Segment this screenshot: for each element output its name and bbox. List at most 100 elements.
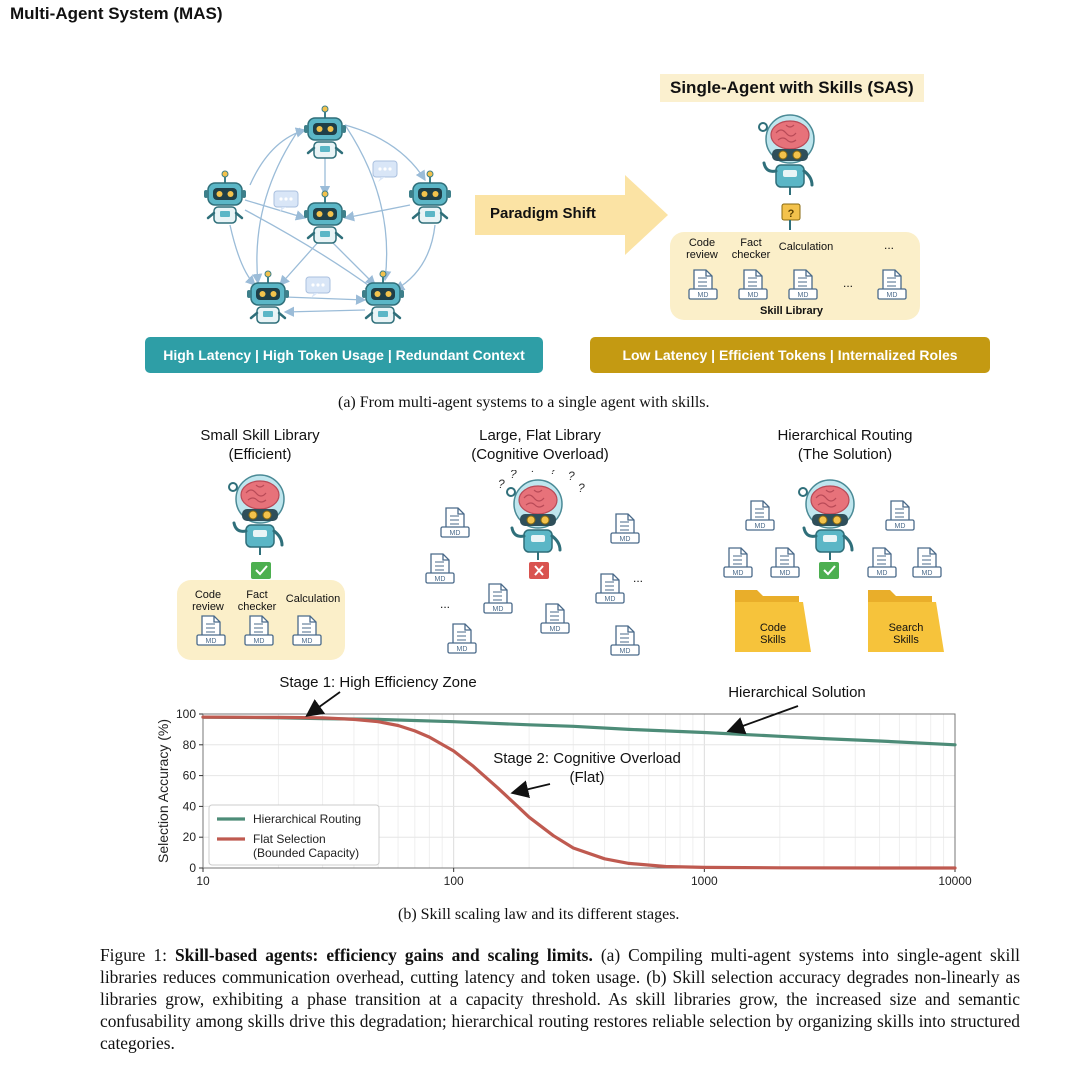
agent-robot-icon xyxy=(245,269,291,325)
doc-md-label: MD xyxy=(493,606,504,613)
svg-text:?: ? xyxy=(568,470,575,483)
chat-bubble-icon xyxy=(273,190,299,213)
doc-md-label: MD xyxy=(550,626,561,633)
skill-label: Fact checker xyxy=(731,237,771,261)
question-mark: ? xyxy=(788,208,795,220)
flat-library-title: Large, Flat Library (Cognitive Overload) xyxy=(471,427,609,463)
mas-title: Multi-Agent System (MAS) xyxy=(10,4,223,23)
skill-label: Calculation xyxy=(778,241,834,253)
overloaded-agent-robot-icon xyxy=(505,478,564,562)
series-line-1 xyxy=(201,715,957,870)
doc-md-label: MD xyxy=(254,638,265,645)
skill-label: Code review xyxy=(686,237,718,261)
caption-b: (b) Skill scaling law and its different … xyxy=(398,906,680,923)
agent-robot-icon xyxy=(302,104,348,160)
legend-box xyxy=(208,804,380,866)
doc-md-label: MD xyxy=(620,536,631,543)
ellipsis: ... xyxy=(633,571,644,585)
y-tick-label: 40 xyxy=(183,799,197,813)
agent-robot-icon xyxy=(407,169,453,225)
doc-md-label: MD xyxy=(922,570,933,577)
y-axis-label: Selection Accuracy (%) xyxy=(155,719,171,863)
ellipsis: ... xyxy=(843,276,854,290)
doc-md-label: MD xyxy=(620,648,631,655)
legend-label: Hierarchical Routing xyxy=(253,812,361,826)
skill-label: Fact checker xyxy=(237,589,277,613)
legend-label: Flat Selection xyxy=(253,832,326,846)
figure-caption: Figure 1: Skill-based agents: efficiency… xyxy=(100,944,1020,1054)
figure-caption-bold: Skill-based agents: efficiency gains and… xyxy=(175,945,593,965)
paradigm-shift-arrow xyxy=(475,175,668,255)
figure-caption-body: (a) Compiling multi-agent systems into s… xyxy=(100,945,1020,1053)
caption-a: (a) From multi-agent systems to a single… xyxy=(338,394,710,411)
doc-md-label: MD xyxy=(698,292,709,299)
y-tick-label: 20 xyxy=(183,830,197,844)
check-box-icon xyxy=(251,562,271,579)
doc-md-label: MD xyxy=(780,570,791,577)
folder-label: Search Skills xyxy=(888,622,924,646)
x-tick-label: 10000 xyxy=(938,874,972,888)
x-tick-label: 10 xyxy=(196,874,210,888)
doc-md-label: MD xyxy=(733,570,744,577)
chat-bubble-icon xyxy=(372,160,398,183)
ellipsis: ... xyxy=(884,238,895,252)
sas-title: Single-Agent with Skills (SAS) xyxy=(660,74,924,102)
doc-md-label: MD xyxy=(435,576,446,583)
ellipsis: ... xyxy=(440,597,451,611)
small-library-title: Small Skill Library (Efficient) xyxy=(200,427,320,463)
annotation-arrow xyxy=(305,691,341,717)
doc-md-label: MD xyxy=(895,523,906,530)
paradigm-shift-label: Paradigm Shift xyxy=(490,205,596,222)
doc-md-label: MD xyxy=(798,292,809,299)
plot-frame xyxy=(202,713,956,869)
annotation-hierarchical: Hierarchical Solution xyxy=(728,684,866,701)
doc-md-label: MD xyxy=(605,596,616,603)
skilled-agent-robot-icon xyxy=(757,113,816,197)
svg-text:?: ? xyxy=(530,470,537,475)
skill-label: Code review xyxy=(192,589,224,613)
chat-bubble-icon xyxy=(305,276,331,299)
sas-skill-docs: MD MD MD MD xyxy=(688,269,907,300)
doc-md-label: MD xyxy=(206,638,217,645)
annotation-arrow xyxy=(510,780,551,799)
doc-md-label: MD xyxy=(450,530,461,537)
routing-agent-robot-icon xyxy=(797,478,856,562)
annotation-arrow xyxy=(726,705,799,735)
hierarchical-title: Hierarchical Routing (The Solution) xyxy=(777,427,913,463)
x-tick-label: 100 xyxy=(444,874,464,888)
doc-md-label: MD xyxy=(302,638,313,645)
efficient-agent-robot-icon xyxy=(227,473,286,557)
series-line-0 xyxy=(201,715,957,747)
mas-network-edges xyxy=(229,124,436,317)
y-tick-label: 0 xyxy=(189,861,196,875)
search-skills-folder-icon xyxy=(868,590,944,652)
svg-text:?: ? xyxy=(510,470,517,481)
code-skills-folder-icon xyxy=(735,590,811,652)
y-tick-label: 80 xyxy=(183,738,197,752)
svg-text:?: ? xyxy=(550,470,557,477)
doc-md-label: MD xyxy=(457,646,468,653)
doc-md-label: MD xyxy=(887,292,898,299)
annotation-stage-1: Stage 1: High Efficiency Zone xyxy=(279,674,476,691)
y-tick-label: 60 xyxy=(183,769,197,783)
annotation-stage-2: Stage 2: Cognitive Overload xyxy=(493,750,681,767)
legend-label: (Bounded Capacity) xyxy=(253,846,359,860)
figure-label: Figure 1: xyxy=(100,945,167,965)
skill-label: Calculation xyxy=(285,593,341,605)
mas-banner: High Latency | High Token Usage | Redund… xyxy=(145,337,543,373)
check-box-icon xyxy=(819,562,839,579)
agent-robot-icon xyxy=(202,169,248,225)
y-tick-label: 100 xyxy=(176,707,196,721)
svg-text:?: ? xyxy=(498,477,505,491)
panel-a-diagram: ? xyxy=(202,104,816,325)
doc-md-label: MD xyxy=(755,523,766,530)
sas-banner: Low Latency | Efficient Tokens | Interna… xyxy=(590,337,990,373)
annotation-stage-2: (Flat) xyxy=(570,769,605,786)
x-tick-label: 1000 xyxy=(691,874,718,888)
folder-label: Code Skills xyxy=(759,622,787,646)
skill-library-caption: Skill Library xyxy=(760,305,823,317)
doc-md-label: MD xyxy=(748,292,759,299)
panel-b-illustrations: ?????? MDMDMDMDMDMDMDMDMDMDMDMDMDMDMDMDM… xyxy=(196,470,944,656)
doc-md-label: MD xyxy=(877,570,888,577)
